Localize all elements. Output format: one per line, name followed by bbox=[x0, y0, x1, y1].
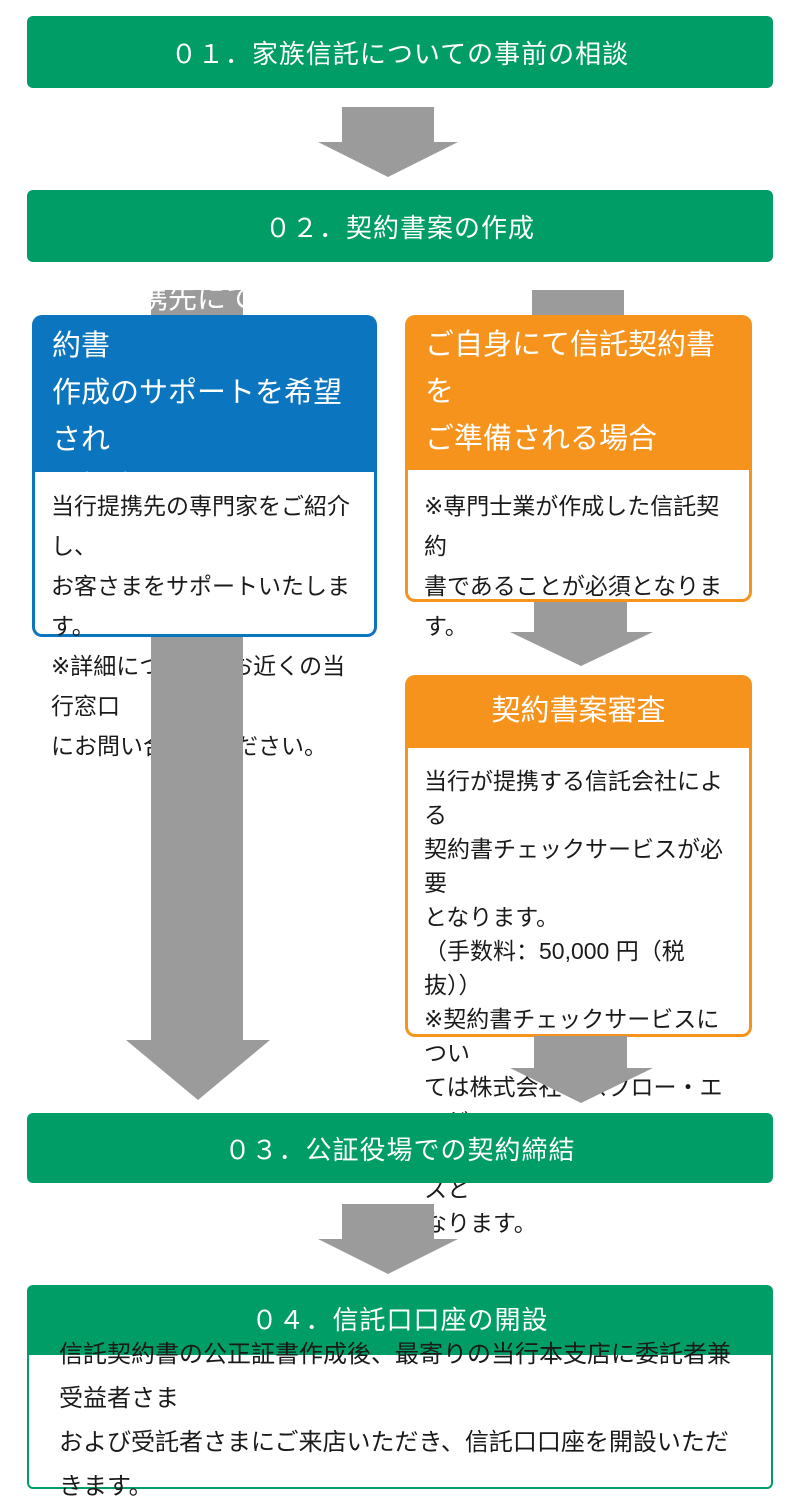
down-arrow-icon bbox=[318, 107, 458, 177]
step-02-label: ０２．契約書案の作成 bbox=[264, 212, 535, 243]
step-04-label: ０４．信託口口座の開設 bbox=[251, 1304, 549, 1335]
step-04-card: ０４．信託口口座の開設 信託契約書の公正証書作成後、最寄りの当行本支店に委託者兼… bbox=[27, 1285, 773, 1500]
down-arrow-icon bbox=[510, 602, 653, 666]
down-arrow-icon bbox=[510, 1036, 653, 1103]
step-01-label: ０１．家族信託についての事前の相談 bbox=[170, 38, 630, 69]
step-03-label: ０３．公証役場での契約締結 bbox=[224, 1134, 576, 1165]
contract-review-body: 当行が提携する信託会社による 契約書チェックサービスが必要 となります。 （手数… bbox=[405, 748, 752, 1236]
step-01-banner: ０１．家族信託についての事前の相談 bbox=[27, 16, 773, 88]
self-prepare-card: ご自身にて信託契約書を ご準備される場合 ※専門士業が作成した信託契約 書である… bbox=[405, 315, 752, 639]
bank-support-card: 当行提携先にて信託契約書 作成のサポートを希望され る場合 当行提携先の専門家を… bbox=[32, 283, 377, 759]
long-down-arrow-icon bbox=[126, 637, 270, 1100]
bank-support-body: 当行提携先の専門家をご紹介し、 お客さまをサポートいたします。 ※詳細については… bbox=[32, 472, 377, 759]
left-connector-shaft bbox=[151, 290, 243, 316]
step-04-body: 信託契約書の公正証書作成後、最寄りの当行本支店に委託者兼受益者さま および受託者… bbox=[27, 1341, 773, 1500]
self-prepare-body: ※専門士業が作成した信託契約 書であることが必須となります。 bbox=[405, 470, 752, 639]
self-prepare-header: ご自身にて信託契約書を ご準備される場合 bbox=[405, 315, 752, 470]
step-04-banner: ０４．信託口口座の開設 bbox=[27, 1285, 773, 1355]
right-connector-shaft bbox=[532, 290, 624, 316]
down-arrow-icon bbox=[318, 1204, 458, 1274]
step-03-banner: ０３．公証役場での契約締結 bbox=[27, 1113, 773, 1183]
contract-review-card: 契約書案審査 当行が提携する信託会社による 契約書チェックサービスが必要 となり… bbox=[405, 675, 752, 1236]
bank-support-header: 当行提携先にて信託契約書 作成のサポートを希望され る場合 bbox=[32, 283, 377, 503]
step-02-banner: ０２．契約書案の作成 bbox=[27, 190, 773, 262]
contract-review-header: 契約書案審査 bbox=[405, 675, 752, 748]
